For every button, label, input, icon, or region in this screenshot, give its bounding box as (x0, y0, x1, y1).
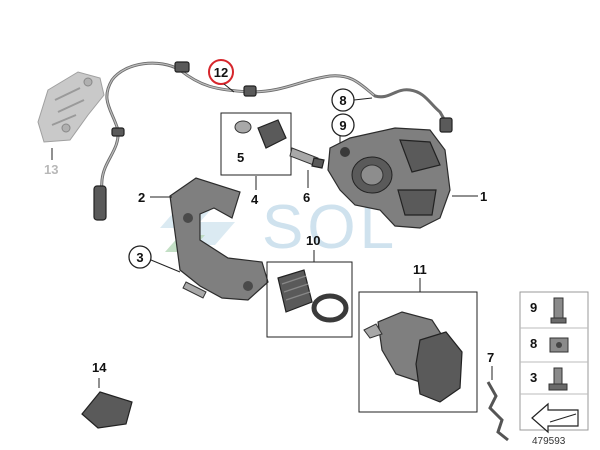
bleed-valve-icon (549, 337, 569, 353)
sensor-holder-part (37, 71, 105, 143)
callout-7: 7 (487, 350, 494, 365)
guide-pin (289, 147, 325, 169)
repair-kit-box (220, 112, 292, 176)
callout-6: 6 (303, 190, 310, 205)
callout-5: 5 (237, 150, 244, 165)
bolt-icon (550, 297, 567, 324)
brake-pad-box (358, 291, 478, 413)
callout-2: 2 (138, 190, 145, 205)
callout-12: 12 (214, 65, 228, 80)
caliper-carrier (169, 177, 269, 301)
wear-sensor-cable (93, 61, 453, 221)
callout-12-circle (208, 59, 234, 85)
grease-packet (81, 391, 133, 429)
legend-9: 9 (530, 300, 537, 315)
legend-panel: 9 8 3 (519, 291, 589, 434)
diagram-number: 479593 (532, 436, 566, 447)
brake-caliper (327, 127, 451, 229)
carrier-bolt (182, 281, 207, 299)
callout-3: 3 (136, 250, 143, 265)
guide-sleeve-kit (234, 119, 287, 149)
callout-9: 9 (339, 118, 346, 133)
brake-pad-set (363, 311, 463, 403)
legend-3: 3 (530, 370, 537, 385)
callout-14: 14 (92, 360, 107, 375)
bellows-box (266, 261, 353, 338)
callout-8: 8 (339, 93, 346, 108)
wedge-arrow-icon (531, 402, 579, 434)
spring-clip (486, 381, 509, 442)
callout-3-circle (128, 245, 152, 269)
callout-11: 11 (413, 262, 427, 277)
callout-1: 1 (480, 189, 487, 204)
callout-9-circle (331, 113, 355, 137)
piston-bellows (277, 269, 349, 323)
callout-10: 10 (306, 233, 320, 248)
callout-4: 4 (251, 192, 259, 207)
legend-8: 8 (530, 336, 537, 351)
callout-13: 13 (44, 162, 58, 177)
hex-bolt-icon (548, 367, 568, 391)
